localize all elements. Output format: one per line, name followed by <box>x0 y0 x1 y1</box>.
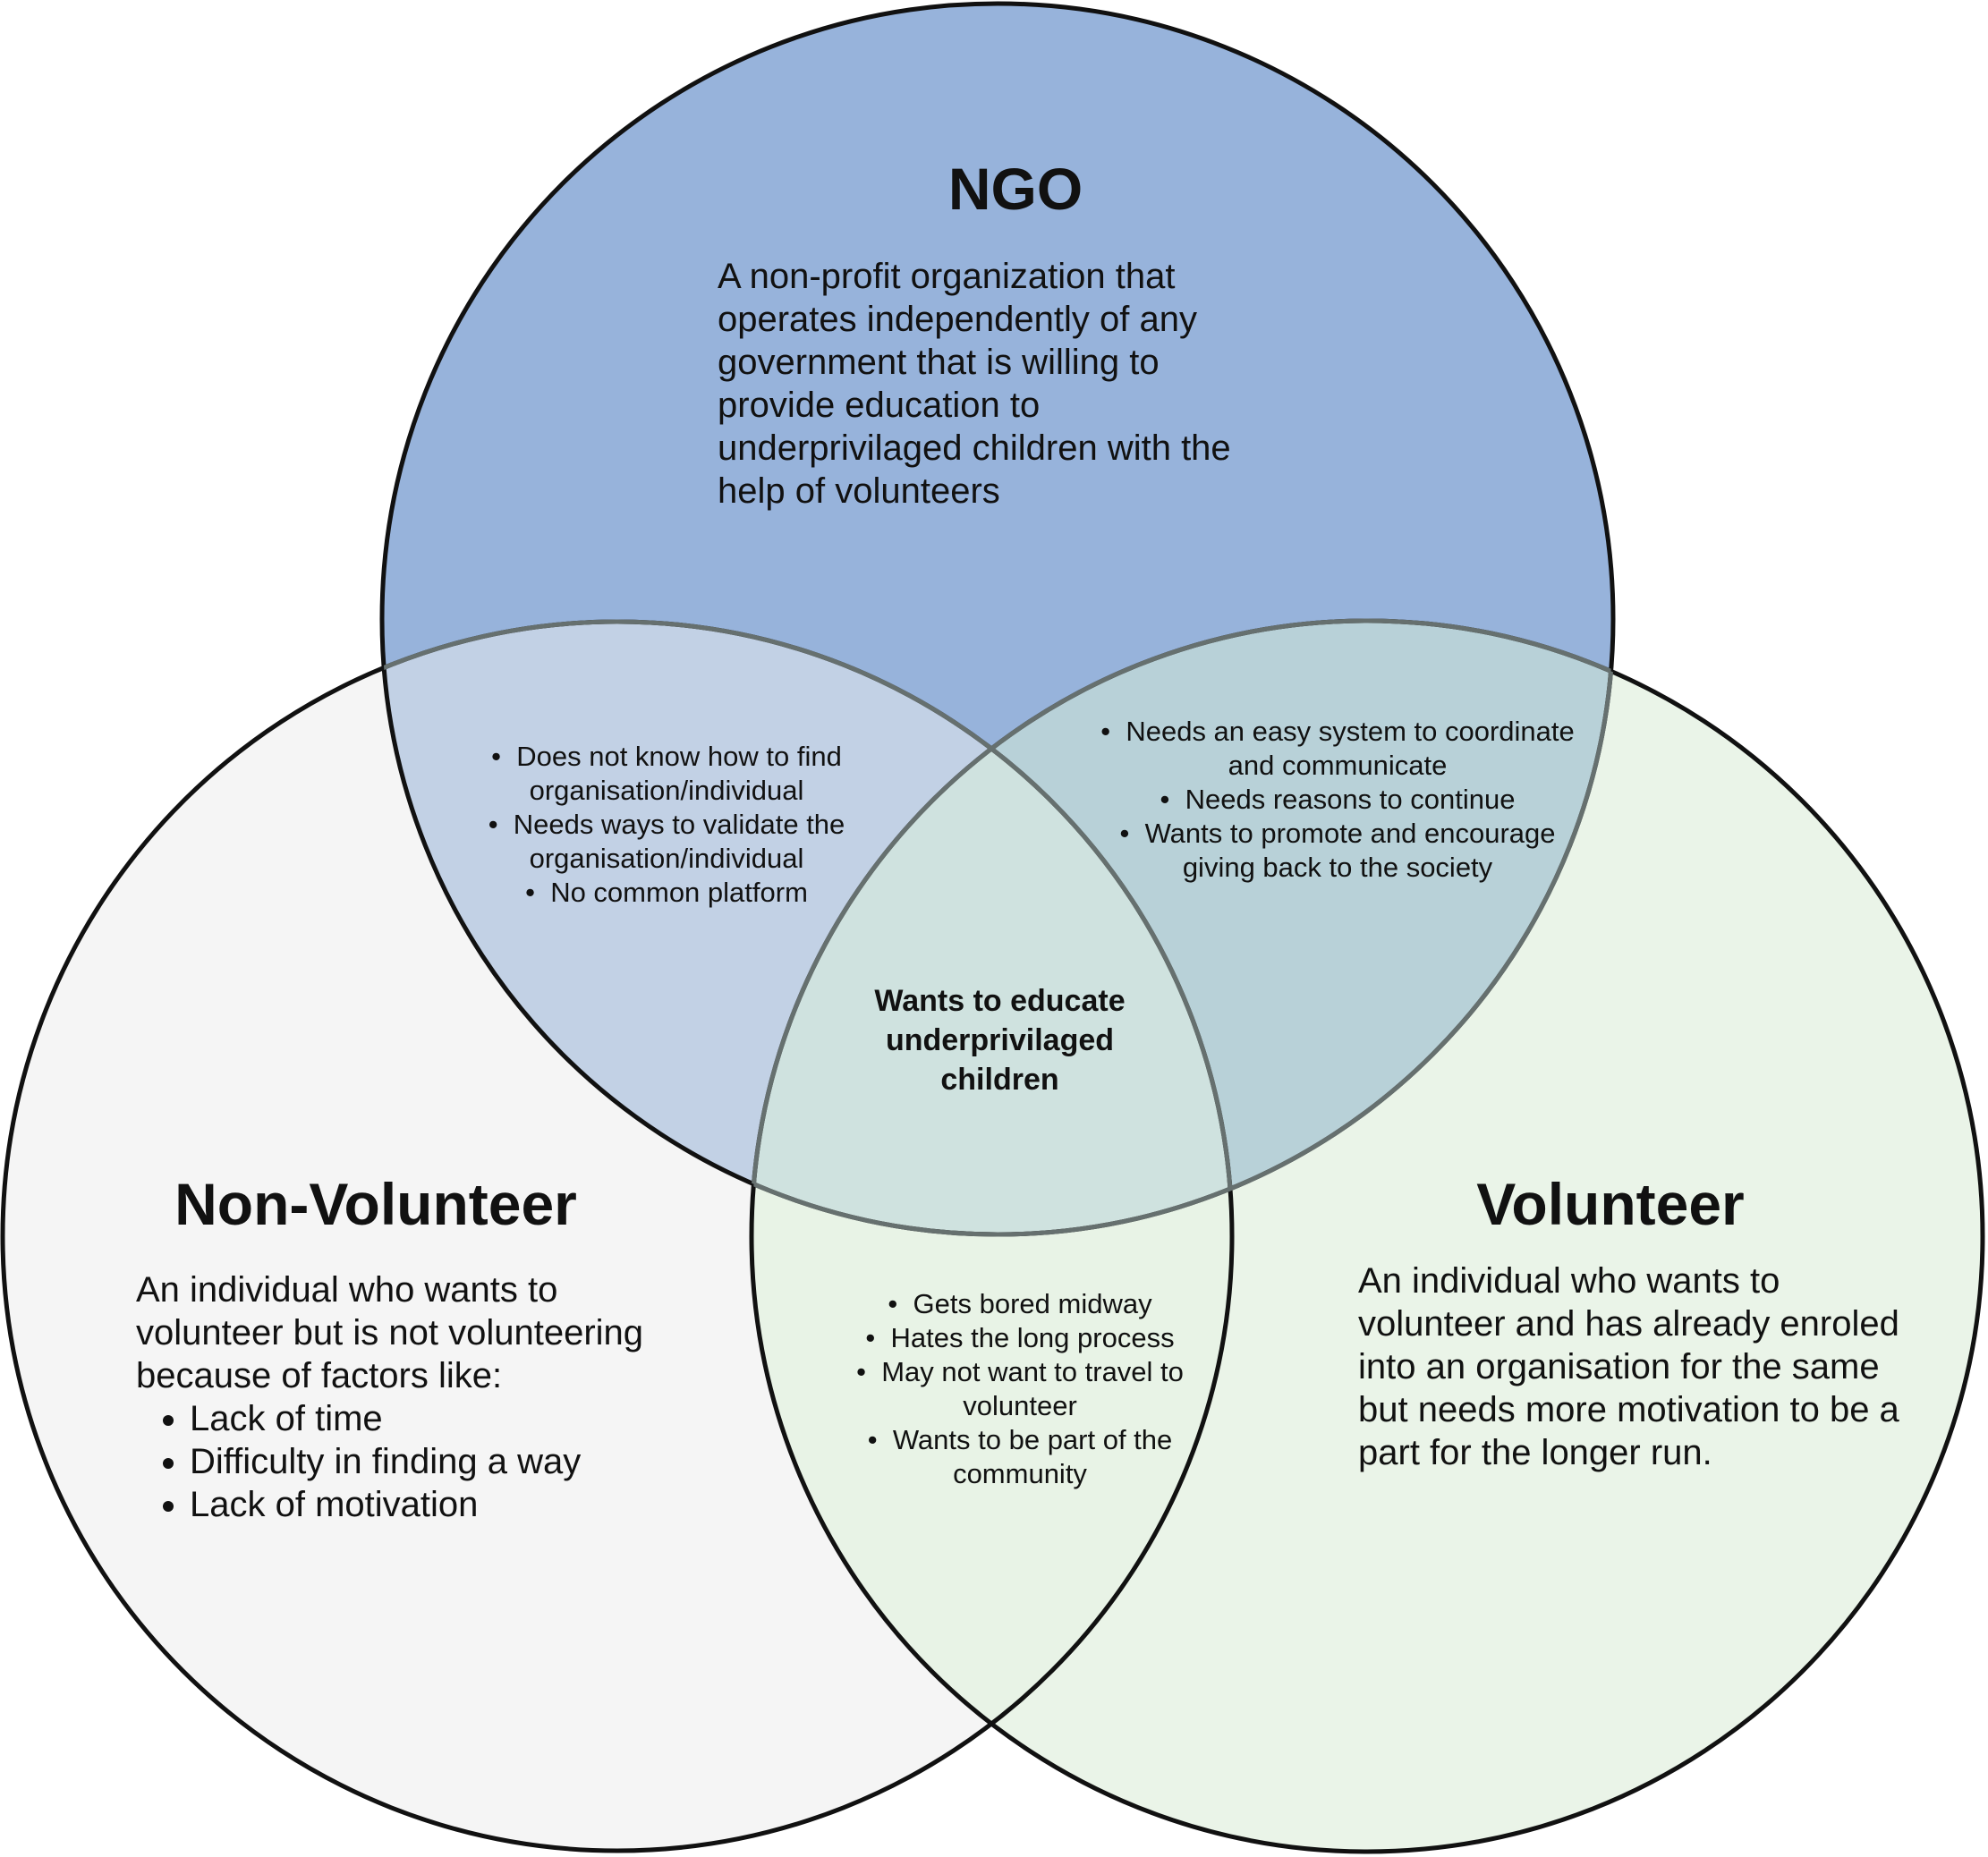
non-volunteer-description: An individual who wants to volunteer but… <box>136 1270 644 1395</box>
non-volunteer-description-block: An individual who wants to volunteer but… <box>136 1268 695 1526</box>
overlap-item: Needs reasons to continue <box>1096 783 1579 817</box>
ngo-title: NGO <box>947 156 1083 222</box>
ngo-volunteer-overlap-text: Needs an easy system to coordinate and c… <box>1096 715 1579 885</box>
non-volunteer-factor-list: Lack of time Difficulty in finding a way… <box>136 1397 695 1526</box>
volunteer-inner-arc <box>749 618 1613 1234</box>
ngo-nonvolunteer-overlap-text: Does not know how to find organisation/i… <box>421 740 913 910</box>
factor-item: Difficulty in finding a way <box>190 1440 695 1483</box>
overlap-item: Needs an easy system to coordinate and c… <box>1096 715 1579 783</box>
overlap-item: May not want to travel to volunteer <box>814 1355 1226 1423</box>
overlap-item: No common platform <box>421 876 913 910</box>
center-overlap <box>752 622 1232 1234</box>
overlap-item: Hates the long process <box>814 1321 1226 1355</box>
factor-item: Lack of time <box>190 1397 695 1440</box>
nonvolunteer-volunteer-list: Gets bored midway Hates the long process… <box>814 1287 1226 1491</box>
nonvolunteer-volunteer-overlap-text: Gets bored midway Hates the long process… <box>814 1287 1226 1491</box>
center-intersection-text: Wants to educate underprivilaged childre… <box>874 984 1126 1097</box>
overlap-item: Does not know how to find organisation/i… <box>421 740 913 808</box>
overlap-item: Gets bored midway <box>814 1287 1226 1321</box>
ngo-description: A non-profit organization that operates … <box>718 257 1231 511</box>
ngo-nonvolunteer-list: Does not know how to find organisation/i… <box>421 740 913 910</box>
volunteer-title: Volunteer <box>1476 1171 1745 1237</box>
overlap-item: Needs ways to validate the organisation/… <box>421 808 913 876</box>
overlap-item: Wants to be part of the community <box>814 1423 1226 1491</box>
ngo-volunteer-list: Needs an easy system to coordinate and c… <box>1096 715 1579 885</box>
ngo-inner-arc <box>752 621 1616 1237</box>
overlap-item: Wants to promote and encourage giving ba… <box>1096 817 1579 885</box>
non-volunteer-title: Non-Volunteer <box>174 1171 577 1237</box>
non-volunteer-inner-arc <box>382 619 1235 1234</box>
factor-item: Lack of motivation <box>190 1483 695 1526</box>
volunteer-description: An individual who wants to volunteer and… <box>1358 1261 1899 1472</box>
